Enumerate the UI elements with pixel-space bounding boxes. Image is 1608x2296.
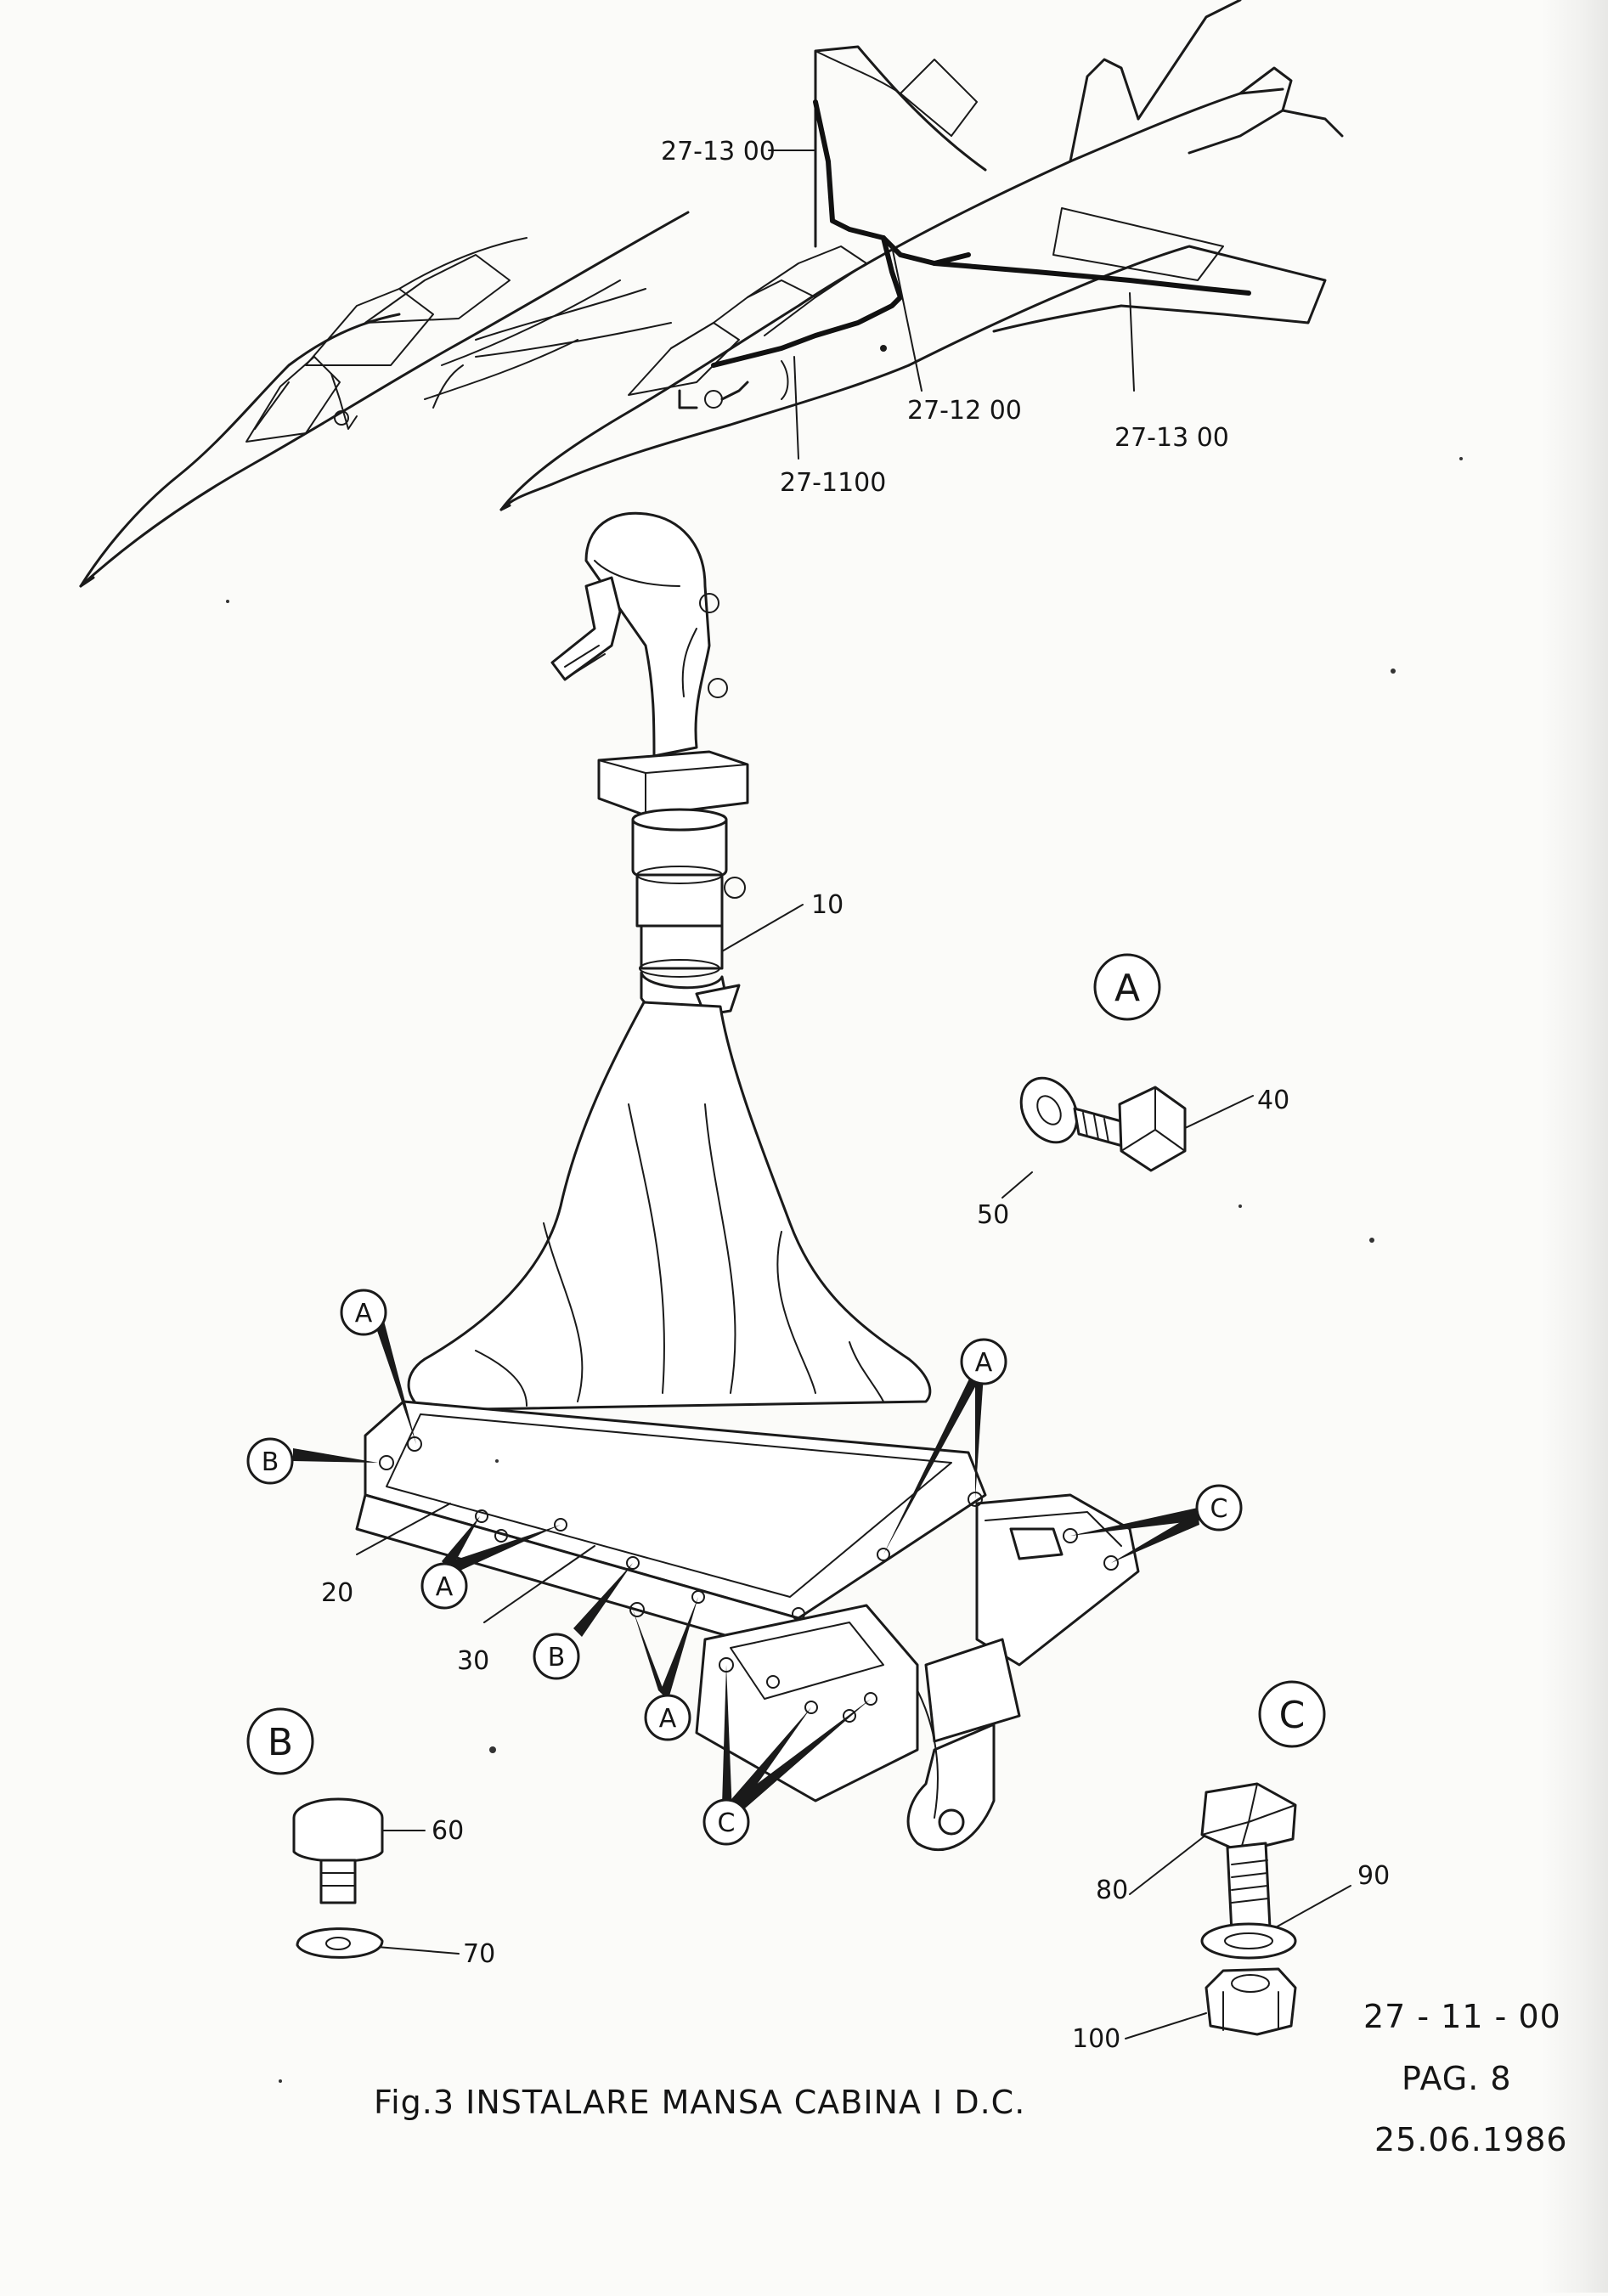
ref-label-cockpit: 27-1100 <box>780 468 886 498</box>
document-reference: 27 - 11 - 00 <box>1363 1998 1561 2035</box>
item-label-60: 60 <box>432 1816 464 1846</box>
callout-a-3: A <box>659 1704 677 1734</box>
detail-b <box>246 1707 384 1959</box>
aircraft-leaders <box>768 149 1135 460</box>
ref-label-wing: 27-13 00 <box>1114 423 1229 453</box>
item-label-100: 100 <box>1072 2024 1120 2054</box>
revision-date: 25.06.1986 <box>1374 2121 1568 2158</box>
callout-circles <box>246 1289 1243 1846</box>
aircraft-outline-left <box>79 211 690 588</box>
item-label-70: 70 <box>463 1939 495 1969</box>
detail-b-marker: B <box>268 1721 293 1764</box>
callout-c-2: C <box>718 1808 736 1838</box>
aircraft-outline-right <box>499 0 1344 511</box>
ref-label-top-fin: 27-13 00 <box>661 137 776 166</box>
item-label-20: 20 <box>321 1578 353 1608</box>
detail-c-marker: C <box>1279 1694 1306 1737</box>
control-stick <box>407 511 932 1412</box>
item-label-30: 30 <box>457 1646 489 1676</box>
callout-a-2: A <box>436 1572 454 1602</box>
item-label-10: 10 <box>811 890 843 920</box>
print-specks <box>226 457 1463 2083</box>
callout-a-4: A <box>975 1348 993 1378</box>
callout-b-2: B <box>548 1643 566 1673</box>
item-label-80: 80 <box>1096 1876 1128 1905</box>
detail-a <box>1019 953 1187 1172</box>
callout-a-1: A <box>355 1299 373 1329</box>
callout-pointers <box>293 1321 1199 1814</box>
item-leaders <box>356 904 1351 2039</box>
ref-label-fuselage: 27-12 00 <box>907 396 1022 426</box>
item-label-90: 90 <box>1357 1861 1390 1891</box>
scan-edge-shading <box>1540 0 1608 2293</box>
callout-c-1: C <box>1210 1494 1228 1524</box>
item-label-50: 50 <box>977 1200 1009 1230</box>
figure-caption: Fig.3 INSTALARE MANSA CABINA I D.C. <box>374 2084 1025 2121</box>
detail-c <box>1200 1680 1326 2036</box>
callout-b-1: B <box>262 1447 279 1477</box>
item-label-40: 40 <box>1257 1086 1289 1115</box>
page-number: PAG. 8 <box>1402 2060 1512 2097</box>
detail-a-marker: A <box>1114 967 1140 1010</box>
